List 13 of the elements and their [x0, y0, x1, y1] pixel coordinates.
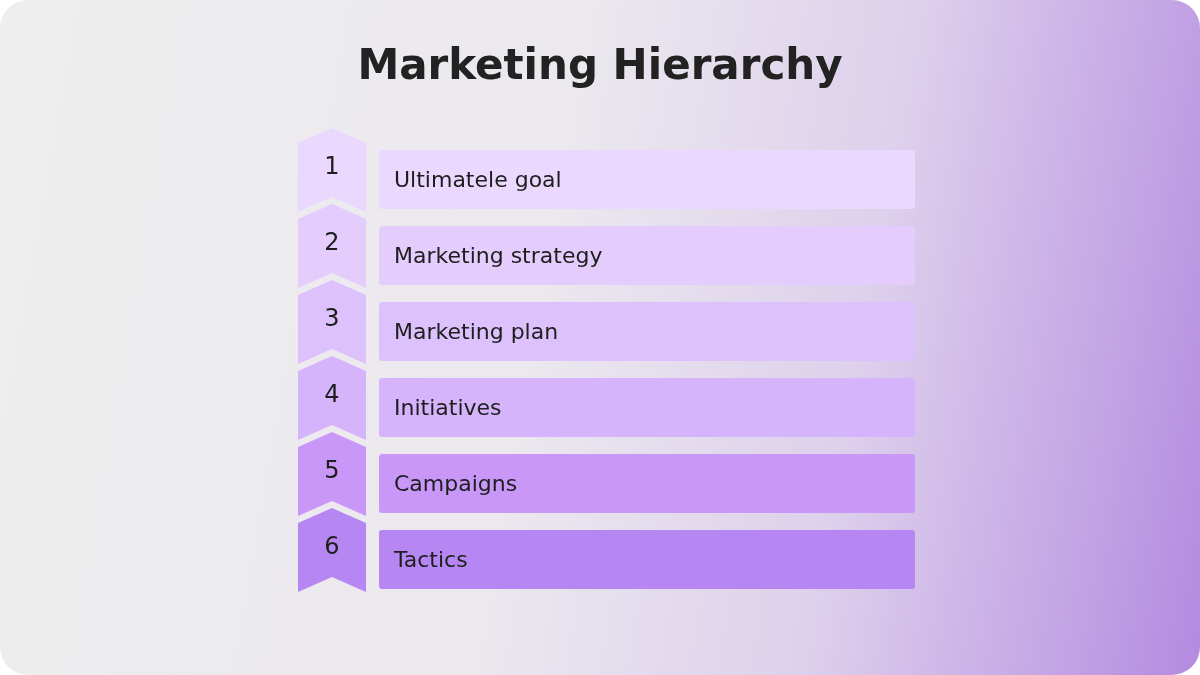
step-bar: Marketing plan — [379, 302, 915, 361]
step-number-tag: 3 — [298, 280, 366, 364]
title: Marketing Hierarchy — [356, 40, 844, 89]
step-number-tag: 4 — [298, 356, 366, 440]
step-bar: Tactics — [379, 530, 915, 589]
step-bar: Ultimatele goal — [379, 150, 915, 209]
step-bar: Initiatives — [379, 378, 915, 437]
step-number-tag: 6 — [298, 508, 366, 592]
step-bar: Marketing strategy — [379, 226, 915, 285]
step-number-tag: 5 — [298, 432, 366, 516]
step-number-tag: 1 — [298, 128, 366, 212]
step-bar: Campaigns — [379, 454, 915, 513]
step-number-tag: 2 — [298, 204, 366, 288]
